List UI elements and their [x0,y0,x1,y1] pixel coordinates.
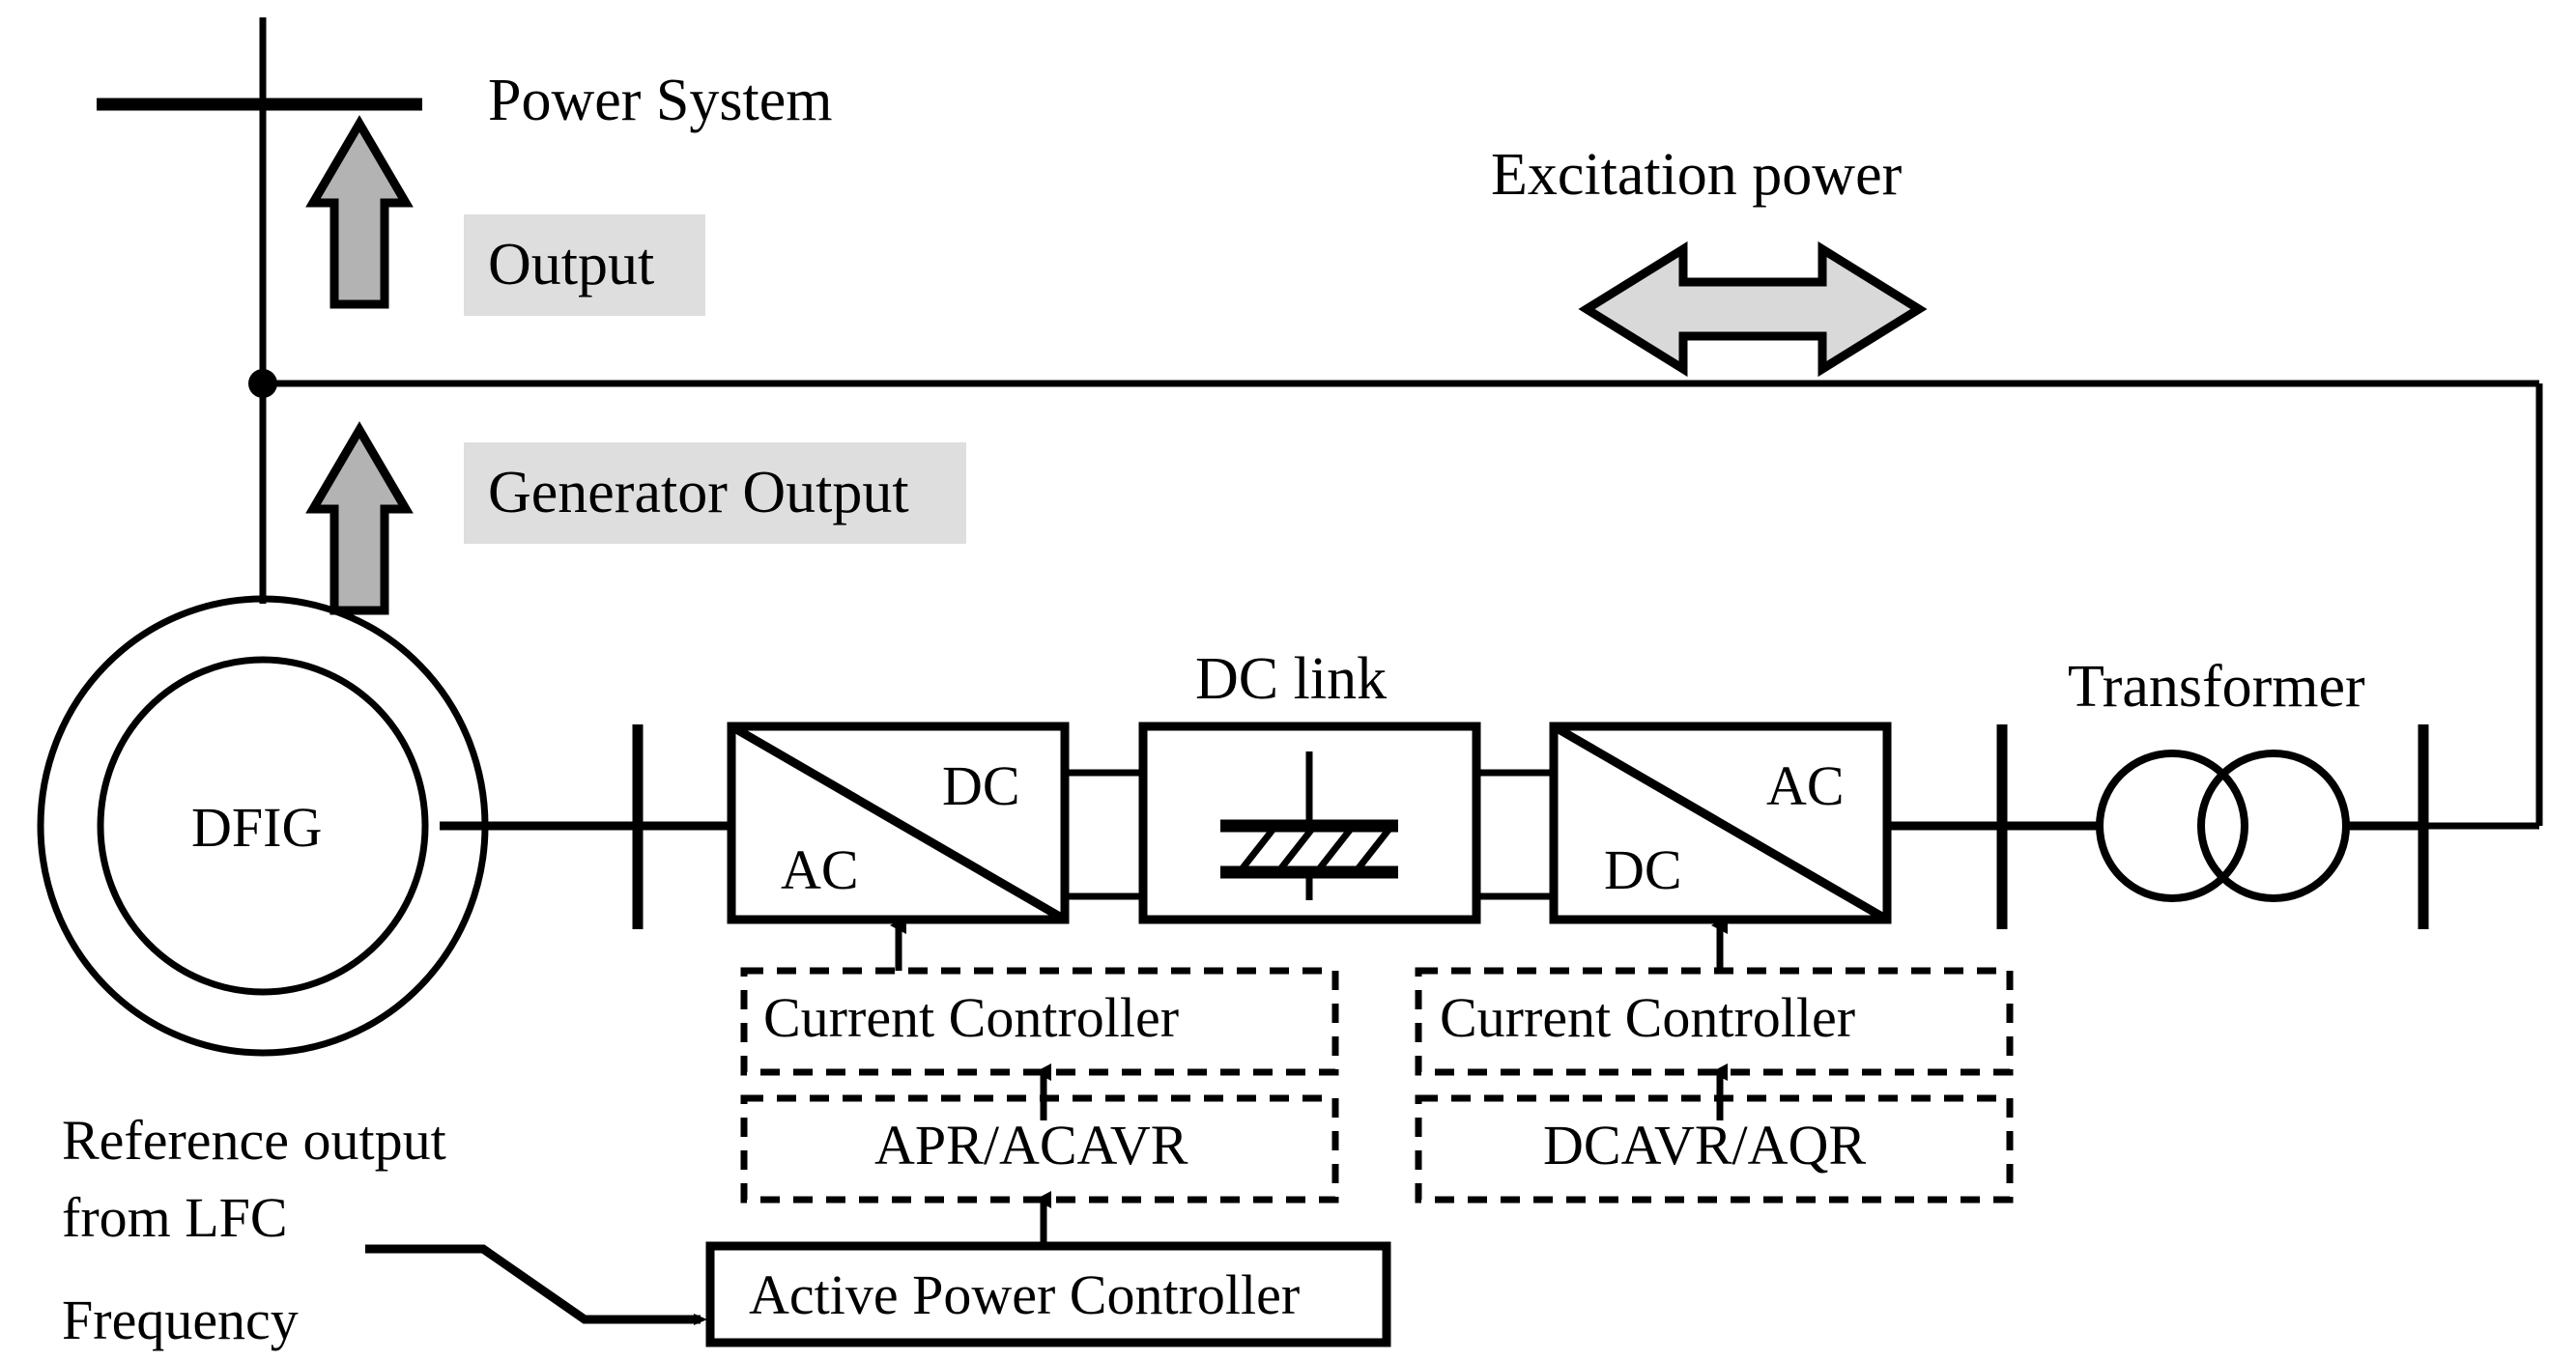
converter-dc-ac-box [1549,722,1892,924]
excitation-power-label: Excitation power [1491,142,1903,208]
active-power-controller-label: Active Power Controller [749,1263,1301,1326]
converter1-dc-label: DC [942,754,1020,817]
right-current-controller-box[interactable] [1415,967,2014,1076]
right-regulator-label: DCAVR/AQR [1543,1114,1867,1176]
dc-link-box [1138,722,1481,924]
generator-output-label-highlight [464,442,966,544]
converter1-ac-label: AC [781,838,859,901]
double-headed-arrow-icon [1578,241,1928,378]
generator-output-flow-label: Generator Output [488,460,909,525]
transformer-label: Transformer [2068,654,2365,720]
reference-output-signal-line [365,1244,707,1325]
right-current-controller-label: Current Controller [1440,986,1856,1049]
dc-link-label: DC link [1195,646,1388,712]
frequency-label: Frequency [62,1289,299,1351]
power-system-bus-group [97,17,422,604]
two-winding-transformer-icon [2096,750,2350,902]
up-arrow-icon-output [305,115,414,309]
left-current-controller-label: Current Controller [763,986,1180,1049]
up-arrow-icon-generator-output [305,421,414,615]
dfig-label: DFIG [191,796,323,859]
excitation-tie-line-group [248,369,2543,830]
capacitor-icon [1220,751,1398,900]
converter2-dc-label: DC [1604,838,1682,901]
reference-output-label-line2: from LFC [62,1186,288,1249]
reference-output-label-line1: Reference output [62,1109,446,1172]
right-regulator-box[interactable] [1415,1094,2014,1204]
dfig-machine-symbol [37,595,638,1057]
left-current-controller-box[interactable] [740,967,1339,1076]
left-regulator-box[interactable] [740,1094,1339,1204]
converter2-ac-label: AC [1766,754,1845,817]
left-regulator-label: APR/ACAVR [874,1114,1188,1176]
output-label-highlight [464,214,705,316]
output-flow-label: Output [488,232,655,298]
power-system-label: Power System [488,68,833,133]
active-power-controller-box[interactable] [705,1241,1391,1347]
junction-dot-icon [248,369,277,398]
